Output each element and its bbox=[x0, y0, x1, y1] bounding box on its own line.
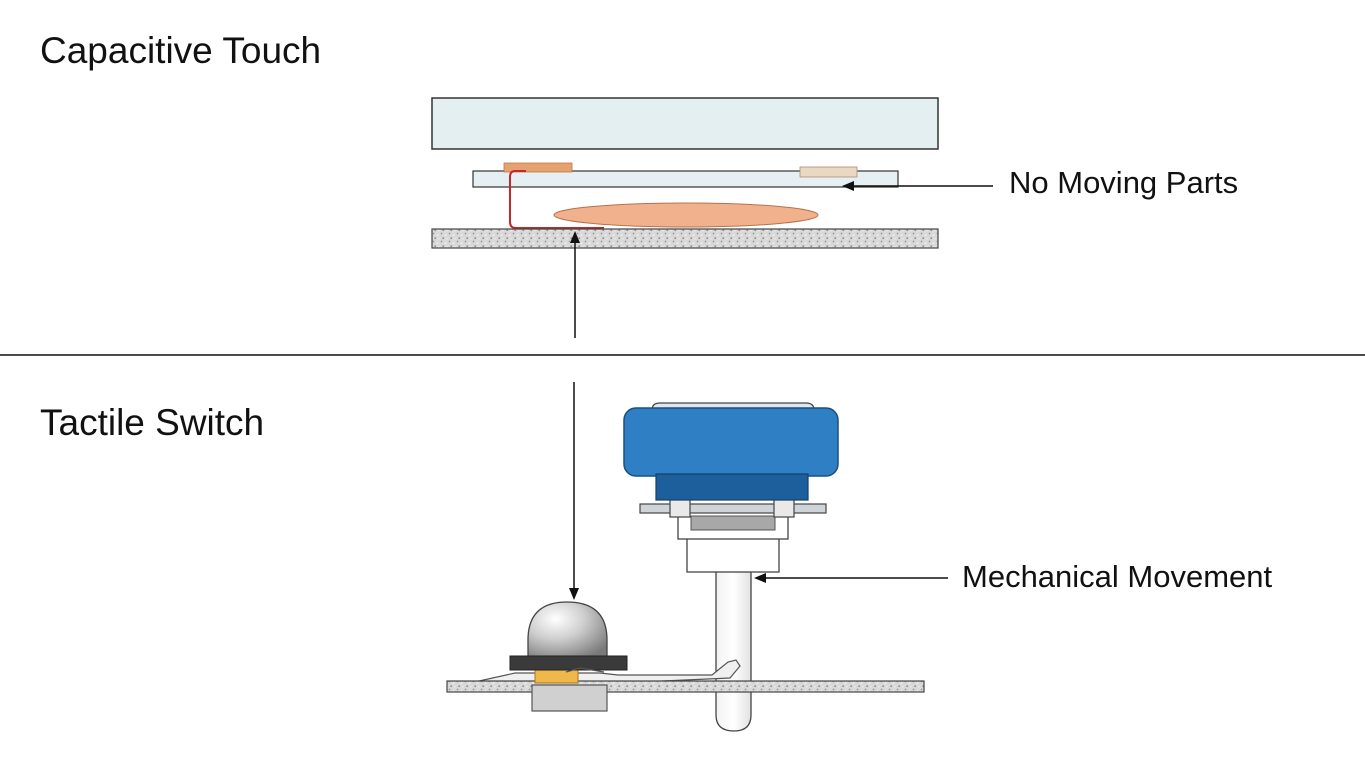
capacitive-touch-title: Capacitive Touch bbox=[40, 30, 322, 71]
tactile-switch-title: Tactile Switch bbox=[40, 402, 265, 443]
cover-glass bbox=[431, 97, 939, 150]
led-collar bbox=[509, 655, 628, 671]
plunger-stem bbox=[715, 567, 752, 732]
lead-spring bbox=[565, 667, 605, 673]
capacitive-pcb bbox=[431, 228, 939, 249]
switch-slider bbox=[690, 515, 776, 531]
led-dome bbox=[527, 601, 608, 659]
no-moving-parts-label: No Moving Parts bbox=[1009, 165, 1239, 200]
copper-pad bbox=[503, 162, 573, 173]
keycap bbox=[623, 407, 839, 477]
mechanical-movement-label: Mechanical Movement bbox=[962, 559, 1273, 594]
switch-housing-lower bbox=[686, 535, 780, 573]
keycap-skirt bbox=[655, 473, 809, 501]
touch-electrode bbox=[553, 202, 819, 228]
led-base bbox=[531, 684, 608, 712]
signal-trace bbox=[509, 170, 604, 229]
tactile-pcb bbox=[446, 680, 925, 693]
mounting-plate bbox=[639, 503, 827, 514]
sensor-film bbox=[472, 170, 899, 188]
beige-pad bbox=[799, 166, 858, 178]
